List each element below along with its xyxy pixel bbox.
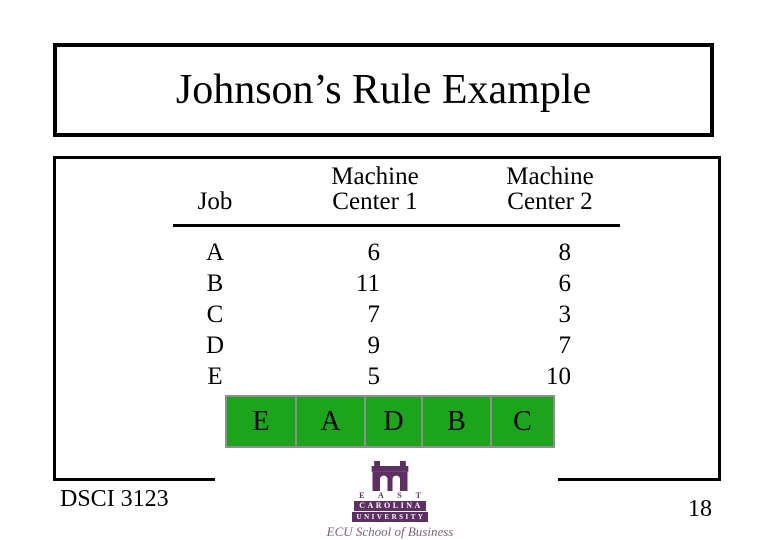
job-table-header: Job Machine Center 1 Machine Center 2: [140, 160, 640, 214]
table-row-mc2: 6: [558, 270, 572, 297]
sequence-row: E A D B C: [225, 395, 555, 448]
table-row-mc1: 5: [367, 363, 381, 390]
header-underline: [173, 224, 620, 227]
table-row-mc1: 6: [367, 239, 381, 266]
table-row-mc2: 7: [558, 332, 572, 359]
logo-east-label: E A S T: [359, 491, 427, 500]
logo-school-label: ECU School of Business: [326, 524, 454, 539]
slide-title: Johnson’s Rule Example: [175, 67, 592, 113]
sequence-cell: C: [490, 395, 555, 448]
table-row-mc1: 9: [367, 332, 381, 359]
header-job: Job: [140, 160, 290, 214]
table-row-job: A: [205, 239, 225, 266]
table-row-mc2: 3: [558, 301, 572, 328]
ecu-logo: E A S T CAROLINA UNIVERSITY ECU School o…: [325, 454, 455, 540]
logo-carolina-label: CAROLINA: [354, 501, 426, 511]
page-number: 18: [688, 496, 712, 522]
sequence-cell: E: [225, 395, 297, 448]
logo-university-label: UNIVERSITY: [351, 512, 429, 522]
sequence-cell: B: [421, 395, 492, 448]
table-row-job: B: [206, 270, 224, 297]
job-table-body: A 6 8 B 11 6 C 7 3 D 9 7 E 5 10: [140, 237, 640, 392]
sequence-cell: A: [295, 395, 366, 448]
course-code: DSCI 3123: [60, 486, 169, 512]
ecu-cupola-icon: [371, 461, 409, 491]
sequence-cell: D: [364, 395, 423, 448]
table-row-mc1: 11: [355, 270, 380, 297]
header-machine-center-2: Machine Center 2: [506, 163, 594, 215]
table-row-mc2: 10: [546, 363, 571, 390]
table-row-mc2: 8: [558, 239, 572, 266]
table-row-job: D: [205, 332, 225, 359]
table-row-job: C: [206, 301, 224, 328]
table-row-job: E: [207, 363, 223, 390]
header-machine-center-1: Machine Center 1: [331, 163, 419, 215]
table-row-mc1: 7: [367, 301, 381, 328]
header-job-label: Job: [197, 188, 233, 215]
slide-title-box: Johnson’s Rule Example: [53, 43, 714, 137]
